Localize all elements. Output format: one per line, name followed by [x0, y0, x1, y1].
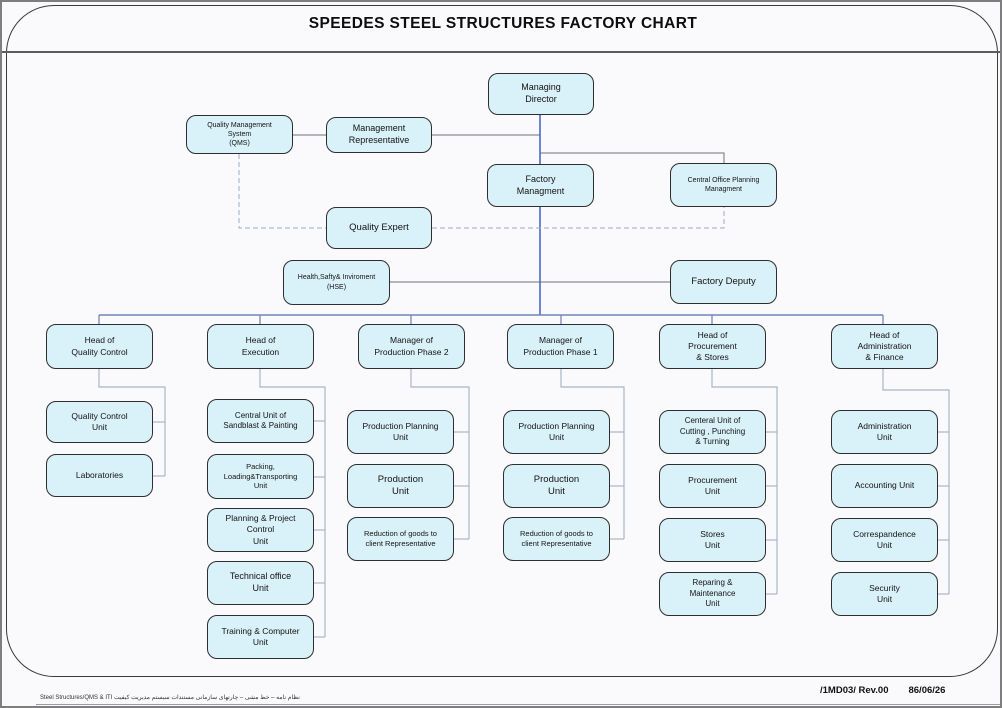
node-stores-unit: Stores Unit	[659, 518, 766, 562]
node-production-unit-p2: Production Unit	[347, 464, 454, 508]
node-qms: Quality Management System (QMS)	[186, 115, 293, 154]
wire-dashed-quality-expert-to-central-office	[432, 207, 725, 229]
node-head-quality-control: Head of Quality Control	[46, 324, 153, 369]
node-central-office-planning: Central Office Planning Managment	[670, 163, 777, 207]
wire-col3-spine	[410, 369, 470, 539]
node-quality-expert: Quality Expert	[326, 207, 432, 249]
node-production-unit-p1: Production Unit	[503, 464, 610, 508]
wire-dashed-qms-to-quality-expert	[238, 154, 326, 229]
node-procurement-unit: Procurement Unit	[659, 464, 766, 508]
node-central-unit-sandblast-painting: Central Unit of Sandblast & Painting	[207, 399, 314, 443]
node-management-representative: Management Representative	[326, 117, 432, 153]
wire-stem-to-central-office	[540, 152, 725, 163]
node-training-computer-unit: Training & Computer Unit	[207, 615, 314, 659]
node-planning-project-control-unit: Planning & Project Control Unit	[207, 508, 314, 552]
node-technical-office-unit: Technical office Unit	[207, 561, 314, 605]
node-hse: Health,Safty& Inviroment (HSE)	[283, 260, 390, 305]
title-separator	[2, 51, 1000, 53]
wire-col4-spine	[560, 369, 625, 539]
footer-date: 86/06/26	[908, 685, 946, 696]
page-border-frame	[6, 5, 998, 677]
node-reduction-goods-client-rep-p1: Reduction of goods to client Representat…	[503, 517, 610, 561]
footer-revision-block: /1MD03/ Rev.00 86/06/26	[820, 685, 945, 696]
wire-col5-spine	[711, 369, 778, 594]
footer-document-label: Steel Structures/QMS & ITI نظام نامه – خ…	[40, 695, 300, 701]
node-security-unit: Security Unit	[831, 572, 938, 616]
node-quality-control-unit: Quality Control Unit	[46, 401, 153, 443]
node-head-execution: Head of Execution	[207, 324, 314, 369]
footer-rule	[36, 704, 1000, 705]
node-factory-management: Factory Managment	[487, 164, 594, 207]
node-reduction-goods-client-rep-p2: Reduction of goods to client Representat…	[347, 517, 454, 561]
node-head-procurement-stores: Head of Procurement & Stores	[659, 324, 766, 369]
node-production-planning-unit-p1: Production Planning Unit	[503, 410, 610, 454]
wire-col6-spine	[882, 369, 950, 594]
node-head-administration-finance: Head of Administration & Finance	[831, 324, 938, 369]
footer-doc-code: /1MD03/ Rev.00	[820, 685, 889, 696]
node-production-planning-unit-p2: Production Planning Unit	[347, 410, 454, 454]
node-accounting-unit: Accounting Unit	[831, 464, 938, 508]
node-correspondence-unit: Correspandence Unit	[831, 518, 938, 562]
node-managing-director: Managing Director	[488, 73, 594, 115]
page-title: SPEEDES STEEL STRUCTURES FACTORY CHART	[308, 15, 698, 32]
node-factory-deputy: Factory Deputy	[670, 260, 777, 304]
node-administration-unit: Administration Unit	[831, 410, 938, 454]
node-repairing-maintenance-unit: Reparing & Maintenance Unit	[659, 572, 766, 616]
node-laboratories: Laboratories	[46, 454, 153, 497]
node-packing-loading-transporting-unit: Packing, Loading&Transporting Unit	[207, 454, 314, 499]
node-manager-production-phase2: Manager of Production Phase 2	[358, 324, 465, 369]
node-manager-production-phase1: Manager of Production Phase 1	[507, 324, 614, 369]
node-central-unit-cutting-punching-turning: Centeral Unit of Cutting , Punching & Tu…	[659, 410, 766, 454]
wire-col1-spine	[98, 369, 166, 476]
wire-col2-spine	[259, 369, 326, 637]
